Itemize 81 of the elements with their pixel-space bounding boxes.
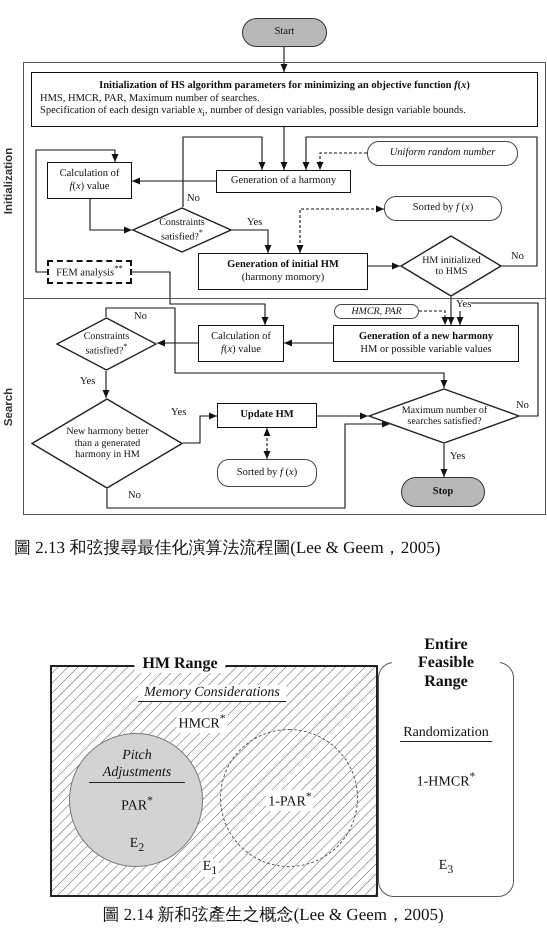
probability-text: 1-HMCR$^{*}$ (416, 770, 476, 791)
probability-text: PAR$^{*}$ (121, 794, 153, 815)
flow-arrow (280, 127, 288, 170)
flow-arrow (132, 271, 268, 325)
region-heading: Randomization (400, 725, 492, 742)
flow-arrow (302, 136, 538, 267)
note-text: Sorted by f (x) (412, 202, 474, 215)
step-text: HMS, HMCR, PAR, Maximum number of searches. (40, 92, 261, 106)
step-text: Generation of a new harmony (358, 330, 494, 344)
note-box (384, 196, 502, 221)
flow-arrow (35, 149, 118, 273)
step-text: HM or possible variable values (360, 344, 492, 356)
process-box (31, 72, 538, 127)
note-text: Sorted by f (x) (236, 466, 298, 480)
terminal-pill (401, 477, 485, 507)
process-box (333, 325, 519, 362)
flow-arrow (102, 371, 110, 398)
flow-arrow (264, 428, 270, 459)
note-box (217, 459, 317, 487)
flow-arrow (232, 229, 272, 253)
flow-arrow (448, 297, 454, 325)
region-title: HM Range (134, 655, 226, 673)
dashed-box (47, 260, 132, 284)
step-text: (harmony momory) (242, 272, 324, 284)
flow-arrow (280, 47, 288, 72)
section-label: Search (3, 387, 15, 426)
flow-arrow (419, 310, 448, 325)
flow-arrow (182, 136, 266, 207)
step-text: Calculation of f(x) value (58, 168, 120, 194)
process-box (198, 253, 368, 290)
question-text: Constraints satisfied?$^{*}$ (82, 330, 130, 358)
edge-label: Yes (456, 299, 472, 311)
note-box (367, 141, 518, 166)
dashed-circle (220, 729, 358, 867)
note-text: Uniform random number (390, 147, 496, 160)
step-text: FEM analysis$^{**}$ (56, 263, 123, 281)
process-box (47, 162, 132, 199)
flow-arrow (456, 302, 539, 417)
decision-diamond (400, 235, 502, 297)
note-text: HMCR, PAR (351, 306, 402, 316)
flow-arrow (132, 178, 216, 184)
circle-heading: Pitch Adjustments (89, 748, 185, 783)
process-box (216, 170, 351, 193)
step-text: Generation of a harmony (230, 175, 336, 188)
process-box (198, 325, 284, 362)
question-text: HM initialized to HMS (421, 254, 482, 278)
figure-caption: 圖 2.13 和弦搜尋最佳化演算法流程圖(Lee & Geem，2005) (14, 537, 440, 559)
region-heading: Memory Considerations (138, 685, 286, 702)
section-label: Initialization (3, 147, 15, 214)
question-text: Constraints satisfied?$^{*}$ (158, 216, 206, 244)
step-text: Calculation of f(x) value (210, 330, 272, 356)
step-text: Initialization of HS algorithm parameters for minimizing an objective function f(x) (98, 80, 471, 93)
question-text: New harmony better than a generated harmony in HM (65, 426, 150, 461)
process-box (217, 403, 317, 428)
flow-arrow (296, 206, 384, 253)
region-id: E$_{2}$ (130, 836, 144, 854)
flow-arrow (106, 420, 390, 509)
flow-arrow (440, 444, 448, 477)
decision-diamond (132, 207, 232, 253)
region-title: Entire Feasible Range (392, 636, 500, 692)
flow-arrow (89, 199, 132, 234)
flow-arrow (317, 412, 368, 420)
region-id: E$_{1}$ (200, 859, 220, 877)
flow-arrow (105, 307, 448, 388)
probability-text: HMCR$^{*}$ (176, 712, 228, 733)
figure-caption: 圖 2.14 新和弦產生之概念(Lee & Geem，2005) (102, 904, 444, 926)
region-id: E$_{3}$ (438, 858, 454, 876)
question-text: Maximum number of searches satisfied? (400, 404, 488, 428)
flow-arrow (368, 262, 400, 270)
flow-arrow (316, 152, 367, 170)
terminal-pill (242, 18, 327, 47)
flow-arrow (284, 340, 333, 346)
probability-text: 1-PAR$^{*}$ (266, 790, 314, 811)
step-text: Generation of initial HM (227, 258, 339, 272)
terminal-text: Start (274, 26, 294, 39)
step-text: Specification of each design variable x$_{i}$, number of design variables, possible design variable bounds. (40, 105, 467, 119)
terminal-text: Stop (432, 486, 454, 498)
note-box (334, 304, 419, 319)
flow-arrow (157, 340, 198, 346)
flow-arrow (183, 412, 217, 444)
step-text: Update HM (240, 409, 294, 422)
